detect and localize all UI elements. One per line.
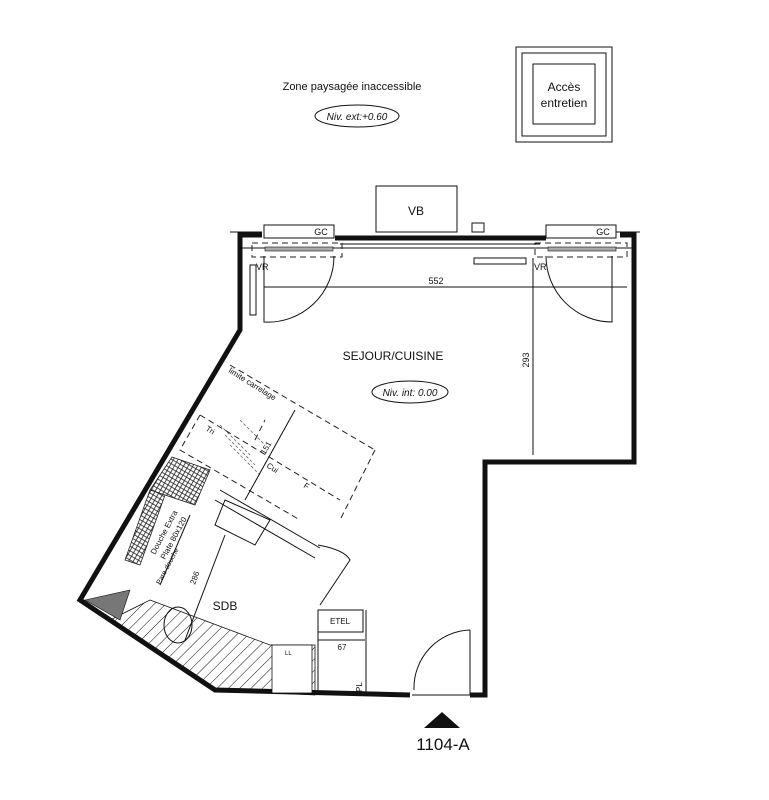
entry-door[interactable] <box>412 629 471 696</box>
shower: Douche Extra Plate 80x120 Pare-douche 28… <box>124 456 226 641</box>
dim-286: 286 <box>188 570 201 586</box>
etel-label: ETEL <box>330 617 351 626</box>
cui-label: Cui <box>265 461 280 475</box>
bathroom-label: SDB <box>213 599 238 613</box>
dim-552: 552 <box>428 276 443 286</box>
maintenance-access: Accès entretien <box>515 46 613 143</box>
dim-151: 151 <box>259 439 274 456</box>
ext-level: Niv. ext:+0.60 <box>327 112 388 123</box>
pl-label: PL <box>355 682 364 692</box>
tile-limit-label: limite carrelage <box>227 366 278 403</box>
living-label: SEJOUR/CUISINE <box>343 349 444 363</box>
vb-label: VB <box>408 204 424 218</box>
f-label: F <box>302 481 311 491</box>
vr-right-label: VR <box>534 262 547 272</box>
zone-label: Zone paysagée inaccessible <box>283 81 422 93</box>
access-label-2: entretien <box>541 96 588 110</box>
gc-left-label: GC <box>314 227 328 237</box>
bathroom: LL SDB ETEL 67 PL <box>84 589 367 696</box>
living-dimensions: 552 293 <box>264 258 627 455</box>
ll-label: LL <box>285 651 292 657</box>
kitchen: limite carrelage Tri Cui F 151 <box>179 364 376 606</box>
gc-right-label: GC <box>596 227 610 237</box>
dim-67: 67 <box>338 643 347 652</box>
int-level-tag: Niv. int: 0.00 <box>371 380 449 404</box>
ext-level-tag: Niv. ext:+0.60 <box>314 104 400 128</box>
entry-arrow-icon <box>424 712 460 728</box>
unit-id: 1104-A <box>416 735 470 754</box>
tri-label: Tri <box>204 424 217 437</box>
dim-293: 293 <box>521 352 531 367</box>
access-label-1: Accès <box>548 80 581 94</box>
facade: VB GC GC VR VR <box>240 185 634 323</box>
vr-left-label: VR <box>256 262 269 272</box>
int-level: Niv. int: 0.00 <box>383 388 438 399</box>
unit-marker: 1104-A <box>416 712 470 754</box>
